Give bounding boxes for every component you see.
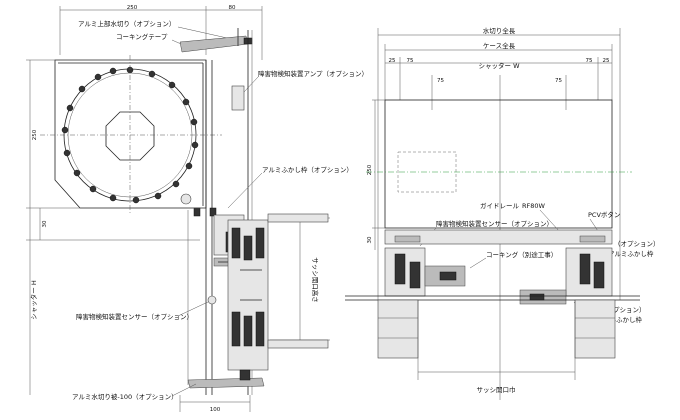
left-section-view: 250 80 アルミ上部水切り（オプション） コーキングテープ xyxy=(26,5,368,413)
dim-25-right: 25 xyxy=(603,58,610,64)
roll-shaft xyxy=(105,111,155,161)
dim-75-inner-r: 75 xyxy=(555,78,562,84)
dim-sash-height: サッシ開口高さ xyxy=(311,257,320,303)
dim-75-right: 75 xyxy=(586,58,593,64)
label-guide-rail: ガイドレール xyxy=(480,201,520,210)
dim-top-total: 250 xyxy=(127,5,138,11)
lower-slab xyxy=(267,339,329,349)
dim-75-left: 75 xyxy=(407,58,414,64)
label-rail-size: RF80W xyxy=(522,202,546,210)
roll-slats xyxy=(61,66,199,204)
label-caulking-tape: コーキングテープ xyxy=(116,32,168,41)
wall-left xyxy=(377,299,419,359)
dim-case-width: ケース全長 xyxy=(483,41,516,50)
guide-rail-right-right xyxy=(519,247,613,305)
dim-total-width: 水切り全長 xyxy=(483,26,516,35)
bottom-beam xyxy=(384,229,613,245)
label-alum-frame: アルミふかし枠（オプション） xyxy=(262,165,353,174)
bottom-flashing xyxy=(187,377,265,389)
label-sensor-amp: 障害物検知装置アンプ（オプション） xyxy=(258,69,368,78)
label-steel-frame: スチールふかし枠 xyxy=(590,315,643,324)
label-opt1: （オプション） xyxy=(614,240,660,248)
dim-30: 30 xyxy=(367,236,373,243)
sensor-amp xyxy=(231,85,245,111)
dim-shutter-h: シャッター H xyxy=(29,280,38,320)
dim-25-left: 25 xyxy=(389,58,396,64)
label-sensor-right: 障害物検知装置センサー（オプション） xyxy=(436,219,553,228)
dim-top-right: 80 xyxy=(229,5,236,11)
dim-250: 250 xyxy=(367,164,373,175)
dim-bottom-width: 100 xyxy=(210,407,221,413)
right-section-view: 水切り全長 ケース全長 シャッター W 75 75 25 25 75 75 25… xyxy=(345,26,660,400)
guide-rail-right-left xyxy=(384,247,466,297)
dim-left-height: 250 xyxy=(32,129,38,140)
dim-75-inner: 75 xyxy=(437,78,444,84)
label-caulking: コーキング（別途工事） xyxy=(486,250,557,259)
label-sensor-left: 障害物検知装置センサー（オプション） xyxy=(76,312,193,321)
label-alum-frame-right: アルミふかし枠 xyxy=(608,249,654,258)
case-body xyxy=(384,99,613,229)
label-bottom-flashing: アルミ水切り被-100（オプション） xyxy=(72,392,178,401)
shutter-case xyxy=(54,59,207,209)
wall-right xyxy=(574,299,616,359)
sash-frame xyxy=(227,219,269,371)
dim-left-small: 30 xyxy=(42,220,48,227)
dim-sash-width: サッシ開口巾 xyxy=(477,385,516,394)
dim-shutter-w: シャッター W xyxy=(479,61,521,70)
upper-slab xyxy=(267,213,329,223)
label-top-flashing: アルミ上部水切り（オプション） xyxy=(78,19,175,28)
label-opt2: （オプション） xyxy=(600,306,646,314)
label-pcv-button: PCVボタン xyxy=(588,210,620,219)
